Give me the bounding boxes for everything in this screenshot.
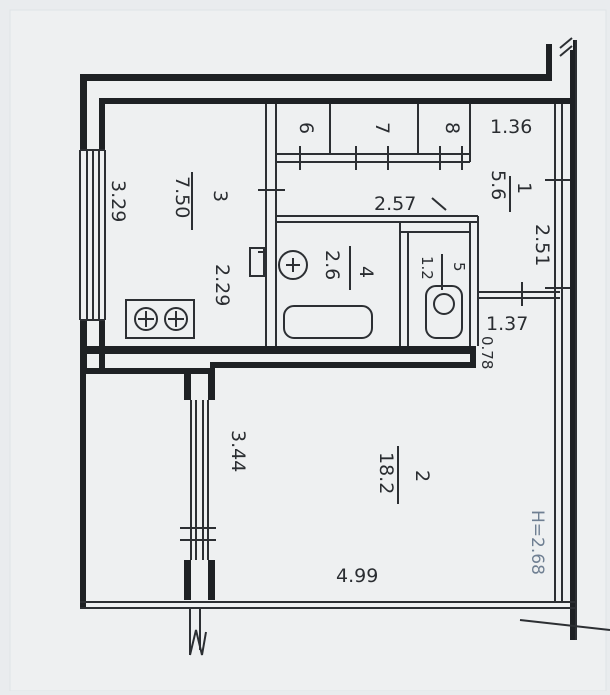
room-1-number: 1 — [513, 182, 535, 194]
toilet-icon — [425, 285, 463, 339]
sink-icon — [249, 247, 308, 280]
partitions — [258, 104, 570, 602]
closet-6-label: 6 — [295, 122, 317, 134]
room-1-area: 5.6 — [487, 170, 509, 200]
bath-length-label: 2.57 — [374, 193, 416, 215]
room-left-wall — [80, 368, 86, 608]
right-wall — [570, 40, 576, 640]
corridor-length-label: 2.51 — [531, 224, 553, 266]
room-4-area: 2.6 — [321, 250, 343, 280]
top-wall-inner — [100, 98, 576, 104]
kitchen-length-label: 3.29 — [107, 180, 129, 222]
window-jamb-top-left — [184, 368, 191, 400]
closet-8-label: 8 — [441, 122, 463, 134]
stove-icon — [125, 299, 195, 339]
room-2-area: 18.2 — [375, 452, 397, 494]
top-right-wall-stub — [546, 44, 552, 81]
window-jamb-bottom-right — [208, 560, 215, 600]
room-3-number: 3 — [209, 190, 231, 202]
room-4-number: 4 — [355, 266, 377, 278]
room-5-number: 5 — [450, 262, 468, 272]
room-3-area: 7.50 — [171, 176, 193, 218]
middle-wall-end — [470, 346, 476, 368]
kitchen-width-label: 2.29 — [211, 264, 233, 306]
middle-wall — [80, 346, 475, 354]
bathtub-icon — [283, 305, 373, 339]
corridor-width-label: 1.36 — [490, 116, 532, 138]
outer-walls — [79, 37, 610, 656]
room-5-area: 1.2 — [418, 256, 436, 280]
hall-depth-label: 1.37 — [486, 313, 528, 335]
top-wall-outer — [80, 74, 552, 81]
window-jamb-top-right — [208, 368, 215, 400]
middle-wall-lower-left — [80, 368, 210, 374]
middle-wall-lower-right — [210, 362, 475, 368]
room-2-number: 2 — [411, 470, 433, 482]
fixtures — [125, 247, 463, 339]
closet-7-label: 7 — [371, 122, 393, 134]
room-length-label: 4.99 — [336, 565, 378, 587]
wc-width-label: 0.78 — [478, 336, 496, 369]
labels: 1.36 6 7 8 1 5.6 3 7.50 3.29 2.29 2.57 4… — [107, 116, 553, 587]
window-jamb-bottom-left — [184, 560, 191, 600]
ceiling-height-label: H=2.68 — [527, 510, 547, 575]
room-width-label: 3.44 — [227, 430, 249, 472]
